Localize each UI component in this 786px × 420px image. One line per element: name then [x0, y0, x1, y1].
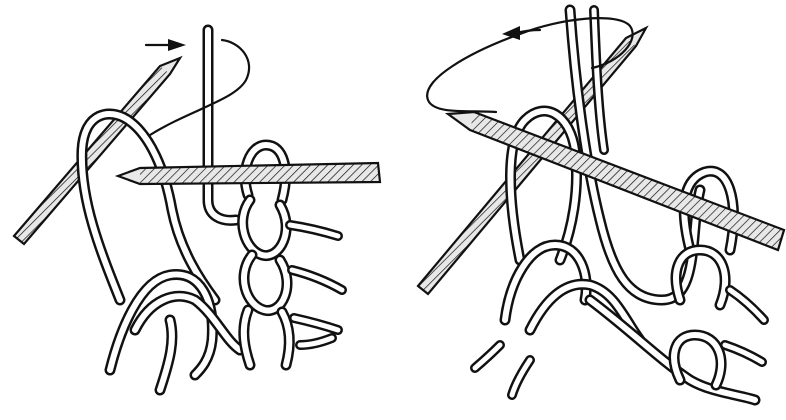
left-yarn	[82, 30, 342, 390]
left-panel	[14, 30, 380, 390]
right-panel	[418, 10, 784, 400]
right-front-needle	[448, 112, 784, 250]
left-direction-arrow-icon	[146, 39, 186, 51]
